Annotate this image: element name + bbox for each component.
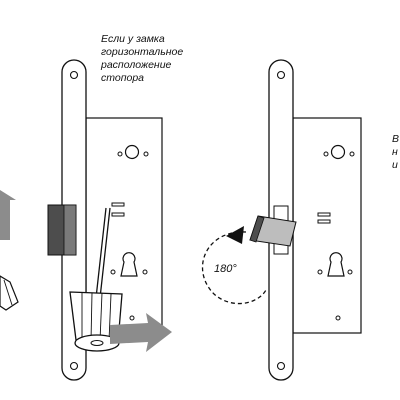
right-lock — [202, 59, 362, 381]
rotation-arrow-icon — [202, 226, 267, 305]
caption-line: В — [392, 133, 400, 145]
caption-line: стопора — [101, 72, 145, 84]
caption-line: н — [392, 146, 398, 158]
caption-line: расположение — [101, 59, 172, 71]
rotation-angle-label: 180° — [214, 263, 237, 275]
cylinder-partial — [0, 275, 19, 311]
caption-line: Если у замка — [101, 33, 165, 45]
up-arrow-icon — [0, 190, 16, 240]
caption-line: и — [392, 159, 398, 171]
left-lock — [0, 59, 172, 381]
push-right-arrow-icon — [110, 313, 172, 352]
left-latch — [47, 204, 77, 256]
caption-right-cut: В н и — [392, 133, 400, 172]
right-latch — [249, 205, 297, 255]
right-lock-body — [292, 117, 362, 334]
caption-horizontal-latch: Если у замка горизонтальное расположение… — [101, 33, 183, 85]
caption-line: горизонтальное — [101, 46, 184, 58]
